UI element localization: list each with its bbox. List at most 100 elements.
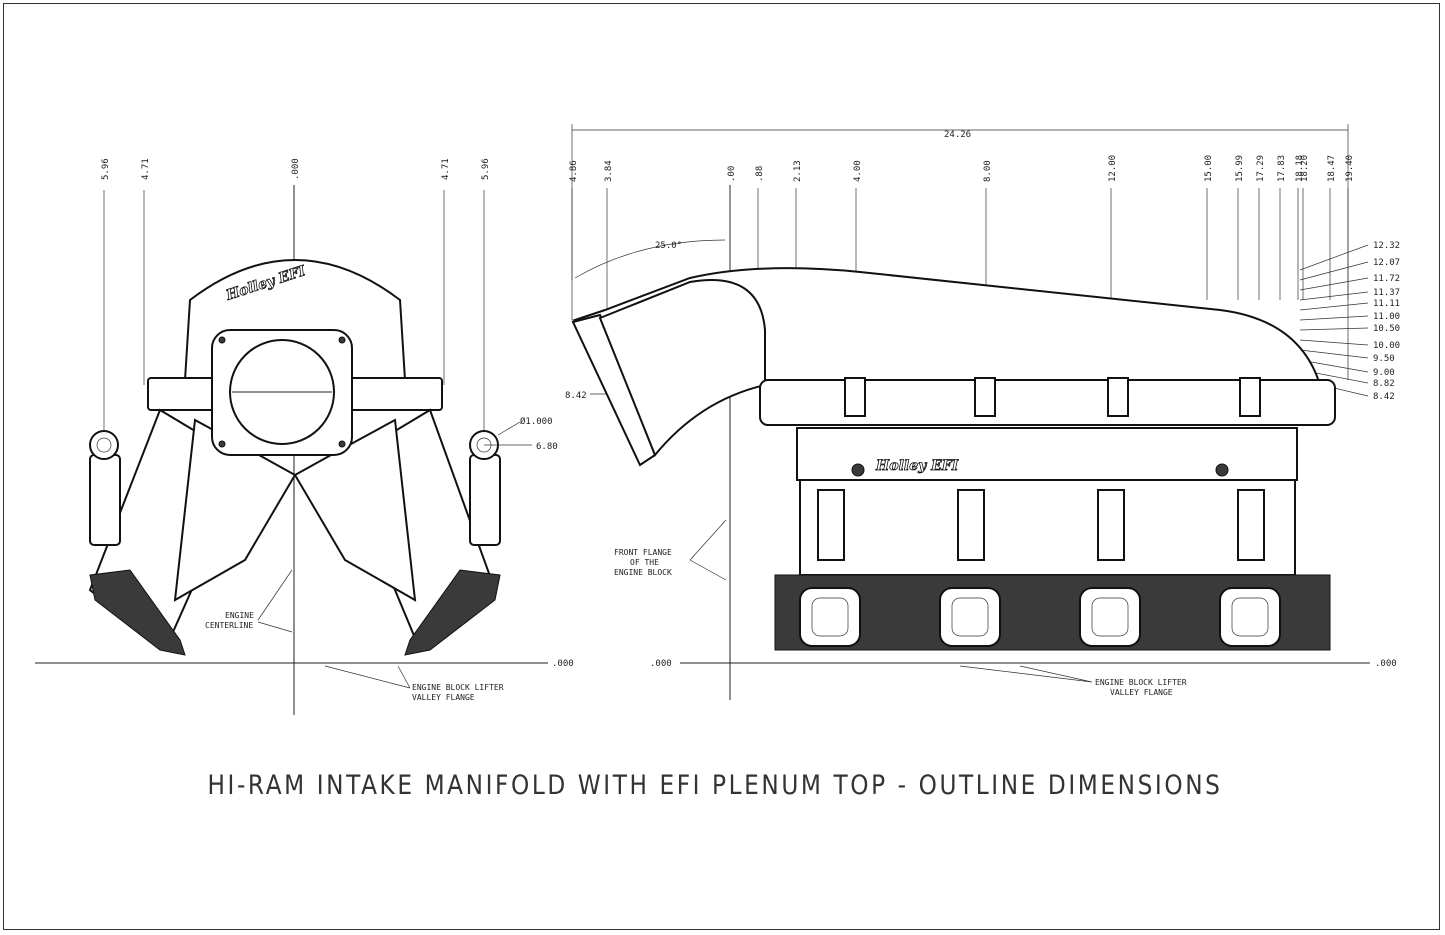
base-flange xyxy=(774,574,1331,651)
side-top-dim: 18.18 xyxy=(1295,155,1305,182)
injector xyxy=(1237,489,1265,561)
height-label: 6.80 xyxy=(536,442,558,452)
centerline-note: CENTERLINE xyxy=(205,621,253,630)
dim-ext-line xyxy=(1299,291,1369,301)
front-flange-note: OF THE xyxy=(630,558,659,567)
fuel-rail-side xyxy=(796,427,1298,481)
side-manifold: Holley EFI xyxy=(571,267,1336,651)
rail-bolt xyxy=(851,463,865,477)
side-height-dim: 10.50 xyxy=(1373,324,1400,334)
side-height-dim: 9.50 xyxy=(1373,354,1395,364)
side-top-dim: 4.00 xyxy=(853,160,863,182)
side-height-dim: 8.42 xyxy=(1373,392,1395,402)
dim-ext-line xyxy=(1299,359,1369,373)
right-flange-foot xyxy=(404,569,501,656)
port-inner xyxy=(1091,597,1129,637)
side-top-dim: 2.13 xyxy=(793,160,803,182)
front-top-dim: 4.71 xyxy=(141,158,151,180)
front-manifold: Holley EFI xyxy=(88,259,501,656)
injector xyxy=(957,489,985,561)
dim-ext-line xyxy=(1299,302,1369,311)
intake-port xyxy=(1079,587,1141,647)
left-height-label: 8.42 xyxy=(565,391,587,401)
side-height-dim: 8.82 xyxy=(1373,379,1395,389)
leader-line xyxy=(959,665,1093,683)
side-top-dim: 8.00 xyxy=(983,160,993,182)
bolt-hole xyxy=(218,336,226,344)
front-top-dim: 5.96 xyxy=(481,158,491,180)
side-top-dim: 17.29 xyxy=(1256,155,1266,182)
side-top-dim: 15.99 xyxy=(1235,155,1245,182)
left-fuel-rail-bore xyxy=(96,437,112,453)
dim-ext-line xyxy=(1299,261,1369,281)
side-baseline-right-label: .000 xyxy=(1375,659,1397,669)
port-inner xyxy=(951,597,989,637)
front-top-dim: .000 xyxy=(291,158,301,180)
front-top-dim: 5.96 xyxy=(101,158,111,180)
runner-block xyxy=(799,479,1296,576)
side-height-dim: 12.32 xyxy=(1373,241,1400,251)
left-fuel-rail xyxy=(89,430,119,460)
side-top-dim: 17.83 xyxy=(1277,155,1287,182)
left-injector xyxy=(89,454,121,546)
bracket xyxy=(1239,377,1261,417)
side-top-dim: 18.20 xyxy=(1300,155,1310,182)
injector xyxy=(1097,489,1125,561)
dim-ext-line xyxy=(1299,315,1369,321)
leader-line xyxy=(324,665,411,689)
rail-bolt xyxy=(1215,463,1229,477)
drawing-frame xyxy=(3,3,1440,930)
valley-note: ENGINE BLOCK LIFTER xyxy=(412,683,504,692)
side-height-dim: 12.07 xyxy=(1373,258,1400,268)
drawing-title: HI-RAM INTAKE MANIFOLD WITH EFI PLENUM T… xyxy=(207,770,1223,801)
bracket xyxy=(844,377,866,417)
leader-line xyxy=(257,621,293,633)
side-valley-note: ENGINE BLOCK LIFTER xyxy=(1095,678,1187,687)
dim-ext-line xyxy=(1299,277,1369,291)
front-flange-note: ENGINE BLOCK xyxy=(614,568,672,577)
side-height-dim: 11.00 xyxy=(1373,312,1400,322)
intake-port xyxy=(799,587,861,647)
side-valley-note: VALLEY FLANGE xyxy=(1110,688,1173,697)
port-inner xyxy=(1231,597,1269,637)
plenum-base-flange xyxy=(759,379,1336,426)
dim-ext-line xyxy=(1299,349,1369,359)
valley-note: VALLEY FLANGE xyxy=(412,693,475,702)
centerline-note: ENGINE xyxy=(225,611,254,620)
side-top-dim: .88 xyxy=(755,166,765,182)
side-top-dim: 19.40 xyxy=(1345,155,1355,182)
injector xyxy=(817,489,845,561)
side-height-dim: 10.00 xyxy=(1373,341,1400,351)
dia-label: Ø1.000 xyxy=(520,416,553,427)
intake-port xyxy=(1219,587,1281,647)
side-height-dim: 11.72 xyxy=(1373,274,1400,284)
leader-line xyxy=(497,421,521,436)
front-top-dim: 4.71 xyxy=(441,158,451,180)
side-brand-logo: Holley EFI xyxy=(875,458,959,474)
front-baseline-label: .000 xyxy=(552,659,574,669)
side-top-dim: 3.84 xyxy=(604,160,614,182)
side-top-dim: .00 xyxy=(727,166,737,182)
side-height-dim: 11.37 xyxy=(1373,288,1400,298)
right-injector xyxy=(469,454,501,546)
bracket xyxy=(974,377,996,417)
leader-line xyxy=(689,519,727,581)
overall-length-label: 24.26 xyxy=(944,130,971,140)
bracket xyxy=(1107,377,1129,417)
front-flange-note: FRONT FLANGE xyxy=(614,548,672,557)
left-flange-foot xyxy=(89,569,186,656)
intake-port xyxy=(939,587,1001,647)
angle-arc xyxy=(574,239,726,279)
side-height-dim: 11.11 xyxy=(1373,299,1400,309)
port-inner xyxy=(811,597,849,637)
angle-label: 25.0° xyxy=(655,241,682,251)
side-height-dim: 9.00 xyxy=(1373,368,1395,378)
side-top-dim: 4.86 xyxy=(569,160,579,182)
side-top-dim: 15.00 xyxy=(1204,155,1214,182)
side-top-dim: 18.47 xyxy=(1327,155,1337,182)
bolt-hole xyxy=(338,440,346,448)
